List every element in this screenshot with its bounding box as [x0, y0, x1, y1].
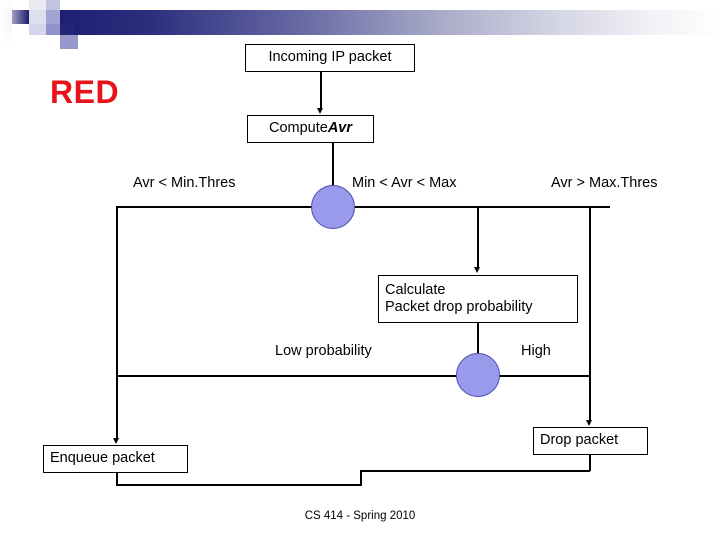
branch-middle-vertical [477, 206, 479, 268]
bus-horizontal-top [116, 206, 610, 208]
node-compute-emphasis: Avr [327, 120, 353, 137]
node-calculate-drop-probability[interactable]: Calculate Packet drop probability [378, 275, 578, 323]
bus-horizontal-lower [116, 375, 590, 377]
header-gradient-bar [57, 10, 720, 35]
arrowhead-drop-in [585, 420, 592, 426]
node-incoming-ip-packet[interactable]: Incoming IP packet [245, 44, 415, 72]
node-compute-avr[interactable]: Compute Avr [247, 115, 374, 143]
node-enqueue-packet[interactable]: Enqueue packet [43, 445, 188, 473]
arrowhead-compute-in [316, 108, 323, 114]
square-mid-4 [60, 35, 78, 49]
node-incoming-label: Incoming IP packet [268, 49, 392, 66]
square-pale-2 [29, 0, 46, 10]
junction-lower-node[interactable] [456, 353, 500, 397]
branch-right-vertical [589, 206, 591, 421]
node-drop-packet[interactable]: Drop packet [533, 427, 648, 455]
node-compute-label: Compute [268, 120, 328, 137]
node-enqueue-label: Enqueue packet [50, 450, 155, 467]
label-low-probability: Low probability [275, 343, 372, 359]
node-calculate-line2: Packet drop probability [385, 299, 533, 315]
page-title: RED [50, 74, 120, 110]
label-condition-below-min: Avr < Min.Thres [133, 175, 236, 191]
node-drop-label: Drop packet [540, 432, 619, 449]
slide-footer: CS 414 - Spring 2010 [304, 510, 416, 522]
label-condition-above-max: Avr > Max.Thres [551, 175, 658, 191]
node-calculate-line1: Calculate [385, 281, 446, 298]
square-pale-3 [29, 10, 46, 24]
square-mid-3 [46, 24, 60, 35]
connector-calculate-to-lowbus [477, 323, 479, 355]
label-condition-between: Min < Avr < Max [352, 175, 457, 191]
connector-incoming-to-compute [320, 72, 322, 109]
return-bottom-horizontal-1 [116, 484, 362, 486]
connector-compute-to-bus [332, 143, 334, 187]
junction-upper-node[interactable] [311, 185, 355, 229]
branch-left-vertical [116, 206, 118, 440]
square-navy-block [60, 24, 74, 35]
return-step-vertical [360, 470, 362, 486]
arrowhead-calculate-in [473, 267, 480, 273]
return-enqueue-vertical [116, 473, 118, 486]
square-mid-1 [46, 0, 60, 10]
label-high-probability: High [521, 343, 551, 359]
square-pale-4 [29, 24, 46, 35]
return-bottom-horizontal-2 [360, 470, 590, 472]
square-mid-2 [46, 10, 60, 24]
arrowhead-enqueue-in [112, 438, 119, 444]
return-drop-vertical [589, 455, 591, 471]
square-fade-left [0, 0, 30, 49]
